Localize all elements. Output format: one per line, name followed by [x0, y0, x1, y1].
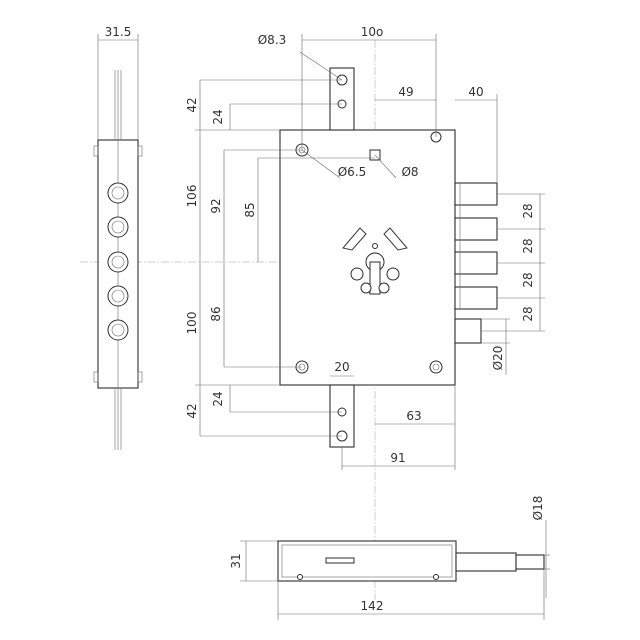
dim-106: 106 — [185, 185, 199, 208]
dim-phi-6-5: Ø6.5 — [338, 165, 367, 179]
dim-49: 49 — [398, 85, 413, 99]
dim-phi-8-3: Ø8.3 — [258, 33, 287, 47]
dim-92: 92 — [209, 198, 223, 213]
dim-20-mid: 20 — [334, 360, 349, 374]
dim-28-b: 28 — [521, 238, 535, 253]
dim-86: 86 — [209, 306, 223, 321]
dim-85: 85 — [243, 202, 257, 217]
dim-42-top: 42 — [185, 97, 199, 112]
dim-63: 63 — [406, 409, 421, 423]
dim-phi-18: Ø18 — [531, 496, 545, 521]
dim-142: 142 — [361, 599, 384, 613]
dim-42-bot: 42 — [185, 403, 199, 418]
dim-28-c: 28 — [521, 272, 535, 287]
dim-31: 31 — [229, 553, 243, 568]
dimension-labels: 31.5 10o Ø8.3 49 40 42 24 106 92 85 Ø6.5… — [105, 25, 545, 613]
dim-24-top: 24 — [211, 109, 225, 124]
dim-100-top: 10o — [361, 25, 384, 39]
dim-28-a: 28 — [521, 203, 535, 218]
dim-phi-20: Ø20 — [491, 346, 505, 371]
dimension-lines — [97, 34, 550, 620]
dim-31-5: 31.5 — [105, 25, 132, 39]
side-view — [93, 70, 143, 450]
dim-91: 91 — [390, 451, 405, 465]
dim-phi-8: Ø8 — [401, 165, 418, 179]
dim-40: 40 — [468, 85, 483, 99]
dim-24-bot: 24 — [211, 391, 225, 406]
bottom-view — [277, 540, 545, 582]
front-view — [279, 67, 498, 448]
dim-100-left: 100 — [185, 312, 199, 335]
dim-28-d: 28 — [521, 306, 535, 321]
